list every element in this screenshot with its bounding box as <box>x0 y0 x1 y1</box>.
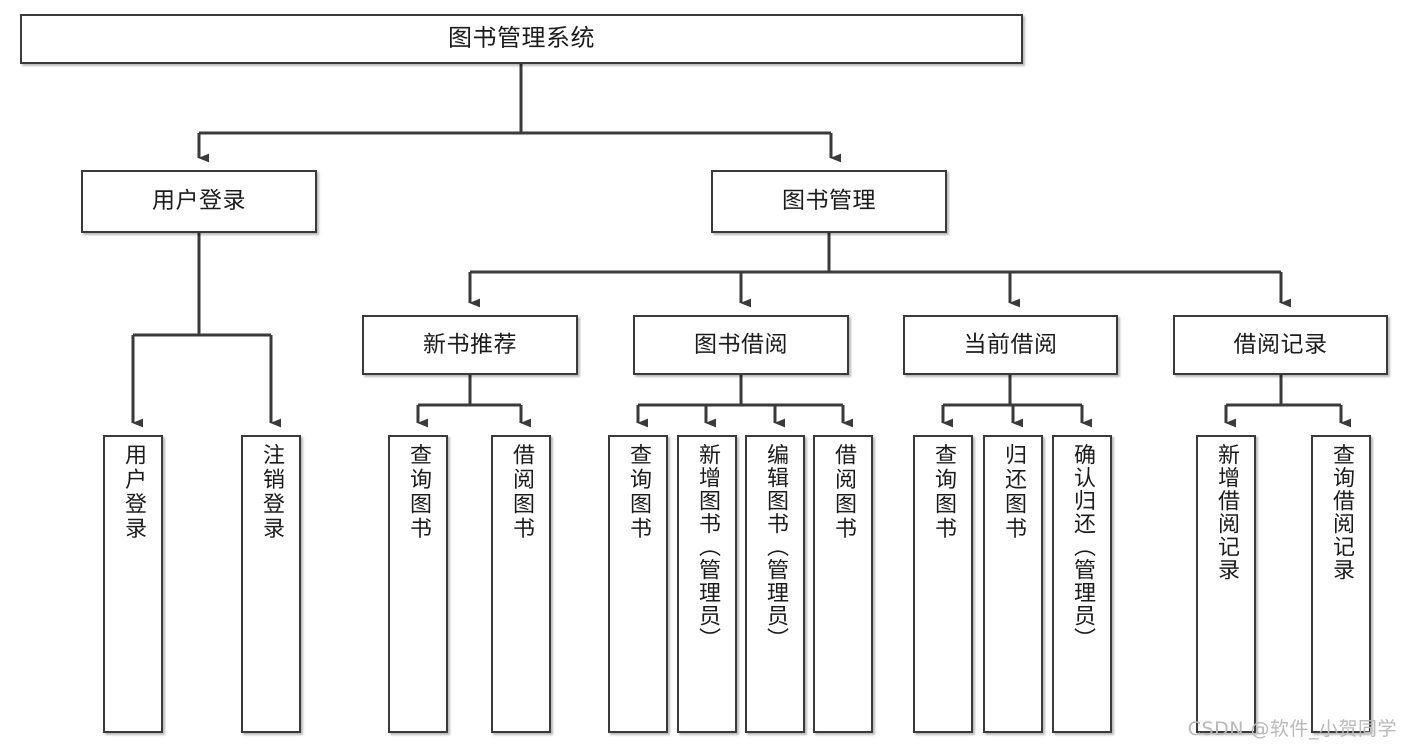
leaf-return-book[interactable]: 归还图书 <box>983 435 1043 733</box>
node-current-borrow[interactable]: 当前借阅 <box>903 315 1118 375</box>
node-borrow-record-label: 借阅记录 <box>1233 331 1328 358</box>
leaf-user-login[interactable]: 用户登录 <box>103 435 163 733</box>
leaf-logout-label: 注销登录 <box>259 443 284 541</box>
node-new-book-recommend[interactable]: 新书推荐 <box>362 315 578 375</box>
leaf-query-borrow-record-label: 查询借阅记录 <box>1329 443 1354 581</box>
leaf-query-book-borrow-label: 查询图书 <box>626 443 651 541</box>
leaf-user-login-label: 用户登录 <box>121 443 146 541</box>
leaf-add-book-admin[interactable]: 新增图书（管理员） <box>677 435 737 733</box>
node-borrow-record[interactable]: 借阅记录 <box>1173 315 1388 375</box>
leaf-query-book-new-recommend[interactable]: 查询图书 <box>388 435 448 733</box>
leaf-borrow-book-borrow[interactable]: 借阅图书 <box>813 435 873 733</box>
node-book-management-label: 图书管理 <box>782 188 876 215</box>
leaf-edit-book-admin[interactable]: 编辑图书（管理员） <box>745 435 805 733</box>
leaf-borrow-book-new-recommend[interactable]: 借阅图书 <box>491 435 551 733</box>
leaf-confirm-return-admin-label: 确认归还（管理员） <box>1070 443 1095 650</box>
node-user-login[interactable]: 用户登录 <box>81 170 317 233</box>
leaf-add-book-admin-label: 新增图书（管理员） <box>695 443 720 650</box>
leaf-query-book-borrow[interactable]: 查询图书 <box>608 435 668 733</box>
leaf-confirm-return-admin[interactable]: 确认归还（管理员） <box>1052 435 1112 733</box>
node-book-borrow[interactable]: 图书借阅 <box>633 315 849 375</box>
node-new-book-recommend-label: 新书推荐 <box>423 331 517 358</box>
node-root-book-management-system[interactable]: 图书管理系统 <box>20 14 1023 64</box>
node-book-management[interactable]: 图书管理 <box>711 170 947 233</box>
node-current-borrow-label: 当前借阅 <box>963 331 1058 358</box>
node-user-login-label: 用户登录 <box>152 188 246 215</box>
leaf-borrow-book-new-recommend-label: 借阅图书 <box>509 443 534 541</box>
leaf-query-borrow-record[interactable]: 查询借阅记录 <box>1311 435 1371 733</box>
leaf-query-book-current-label: 查询图书 <box>931 443 956 541</box>
node-root-label: 图书管理系统 <box>448 24 595 53</box>
leaf-add-borrow-record[interactable]: 新增借阅记录 <box>1196 435 1256 733</box>
leaf-borrow-book-borrow-label: 借阅图书 <box>831 443 856 541</box>
leaf-logout[interactable]: 注销登录 <box>241 435 301 733</box>
node-book-borrow-label: 图书借阅 <box>694 331 788 358</box>
leaf-edit-book-admin-label: 编辑图书（管理员） <box>763 443 788 650</box>
leaf-query-book-new-recommend-label: 查询图书 <box>406 443 431 541</box>
leaf-add-borrow-record-label: 新增借阅记录 <box>1214 443 1239 581</box>
leaf-return-book-label: 归还图书 <box>1001 443 1026 541</box>
leaf-query-book-current[interactable]: 查询图书 <box>913 435 973 733</box>
